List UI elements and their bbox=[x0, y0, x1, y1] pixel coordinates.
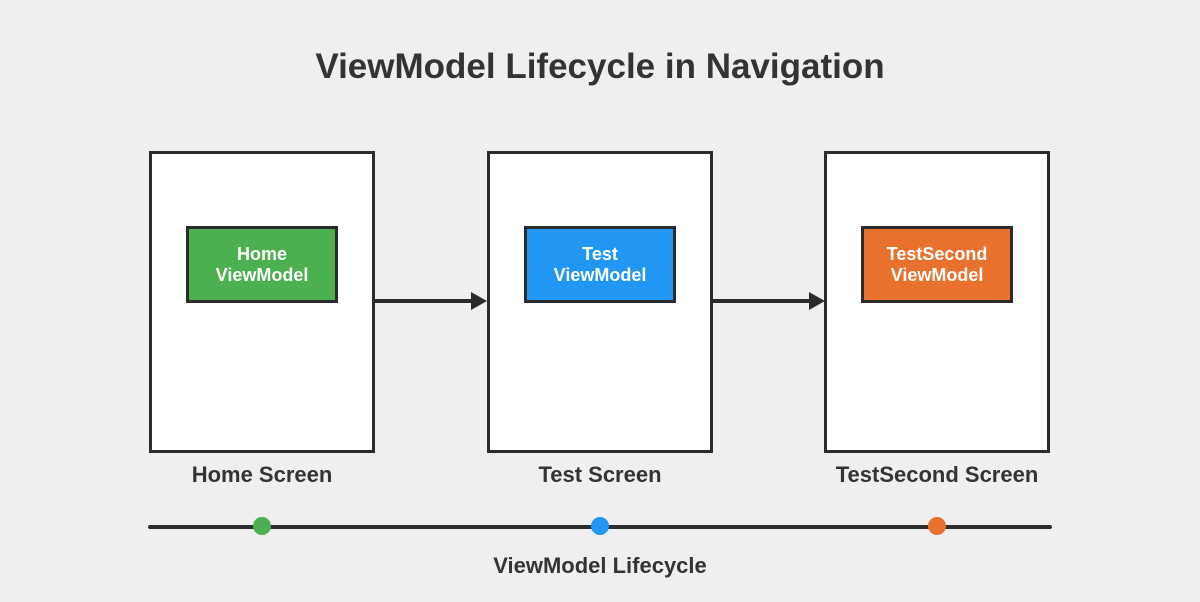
arrow-test-to-testsecond-icon bbox=[713, 291, 825, 311]
screen-label-home: Home Screen bbox=[191, 462, 333, 487]
arrow-head-icon bbox=[809, 292, 825, 310]
viewmodel-testsecond-line2: ViewModel bbox=[890, 264, 984, 285]
arrow-line bbox=[713, 299, 811, 303]
timeline-title: ViewModel Lifecycle bbox=[493, 553, 707, 578]
screen-box-testsecond: TestSecond ViewModel bbox=[824, 151, 1050, 453]
viewmodel-test-line1: Test bbox=[582, 243, 618, 264]
arrow-head-icon bbox=[471, 292, 487, 310]
screen-box-home: Home ViewModel bbox=[149, 151, 375, 453]
screen-label-testsecond: TestSecond Screen bbox=[835, 462, 1039, 487]
viewmodel-home-line2: ViewModel bbox=[215, 264, 309, 285]
viewmodel-home-line1: Home bbox=[236, 243, 287, 264]
arrow-home-to-test-icon bbox=[375, 291, 487, 311]
viewmodel-box-test: Test ViewModel bbox=[524, 226, 676, 303]
timeline-dot-testsecond bbox=[928, 517, 946, 535]
screen-box-test: Test ViewModel bbox=[487, 151, 713, 453]
arrow-line bbox=[375, 299, 473, 303]
timeline-dot-home bbox=[253, 517, 271, 535]
viewmodel-box-testsecond: TestSecond ViewModel bbox=[861, 226, 1013, 303]
screen-label-test: Test Screen bbox=[538, 462, 662, 487]
viewmodel-test-line2: ViewModel bbox=[553, 264, 647, 285]
viewmodel-box-home: Home ViewModel bbox=[186, 226, 338, 303]
diagram-title: ViewModel Lifecycle in Navigation bbox=[315, 47, 885, 86]
timeline-dot-test bbox=[591, 517, 609, 535]
viewmodel-testsecond-line1: TestSecond bbox=[886, 243, 988, 264]
